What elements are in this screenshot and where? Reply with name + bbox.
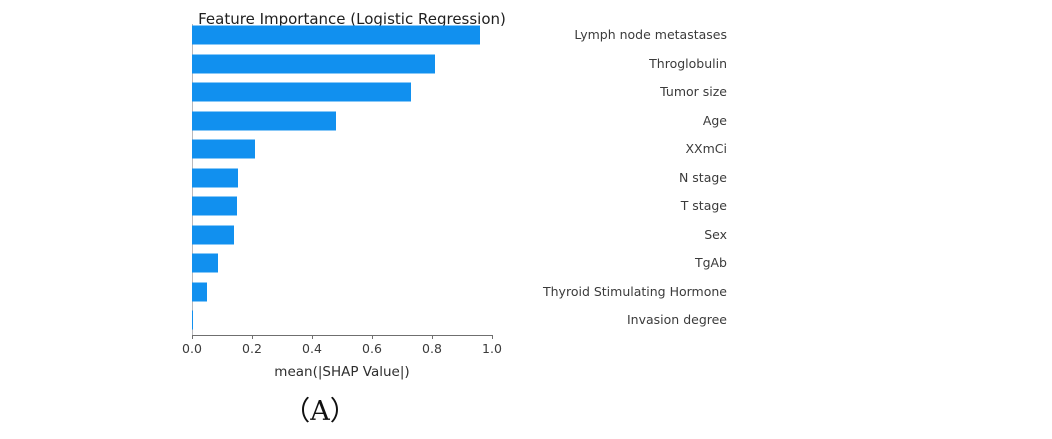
panel-a-bar: [192, 111, 336, 130]
panel-a-bar: [192, 82, 411, 102]
panel-a-bar: [192, 225, 235, 244]
panel-b-y-label: Lymph node metastases: [574, 26, 727, 42]
panel-a-x-tick-label: 0.8: [422, 341, 442, 356]
panel-a-x-tick-label: 0.2: [242, 341, 262, 356]
panel-a-x-tick: [432, 335, 433, 339]
panel-a-feature-importance: Feature Importance (Logistic Regression)…: [182, 10, 506, 427]
panel-a-bar: [192, 25, 480, 45]
panel-a-x-tick: [372, 335, 373, 339]
panel-b-y-label: Sex: [704, 226, 727, 242]
panel-a-x-tick-label: 1.0: [482, 341, 502, 356]
panel-a-x-tick-label: 0.0: [182, 341, 202, 356]
panel-a-bar: [192, 54, 435, 73]
panel-b-shap-beeswarm: SHAP value (impact on model output) （B） …: [526, 0, 1052, 439]
panel-a-x-tick: [192, 335, 193, 339]
panel-b-y-label: TgAb: [694, 254, 727, 270]
panel-b-y-label: Age: [702, 112, 727, 128]
panel-a-x-tick: [252, 335, 253, 339]
panel-a-x-tick-label: 0.6: [362, 341, 382, 356]
panel-b-y-label: Tumor size: [660, 83, 727, 99]
panel-a-bar: [192, 282, 207, 301]
panel-a-bar: [192, 310, 194, 330]
panel-b-y-label: Thyroid Stimulating Hormone: [543, 283, 727, 299]
panel-a-bar: [192, 139, 255, 159]
panel-a-x-tick: [312, 335, 313, 339]
panel-a-bar: [192, 196, 237, 216]
panel-b-y-label: N stage: [678, 169, 727, 185]
panel-a-title: Feature Importance (Logistic Regression): [198, 10, 506, 28]
panel-a-bar: [192, 168, 238, 187]
panel-b-y-label: T stage: [680, 197, 727, 213]
panel-a-x-tick: [492, 335, 493, 339]
panel-b-y-label: Invasion degree: [627, 311, 727, 327]
panel-b-y-label: Throglobulin: [649, 55, 727, 71]
panel-b-y-label: XXmCi: [685, 140, 727, 156]
panel-a-x-tick-label: 0.4: [302, 341, 322, 356]
panel-a-letter: （A）: [283, 396, 357, 427]
panel-a-bar: [192, 253, 219, 273]
panel-a-x-axis-line: [192, 335, 492, 336]
panel-a-x-axis-label: mean(|SHAP Value|): [274, 364, 410, 380]
